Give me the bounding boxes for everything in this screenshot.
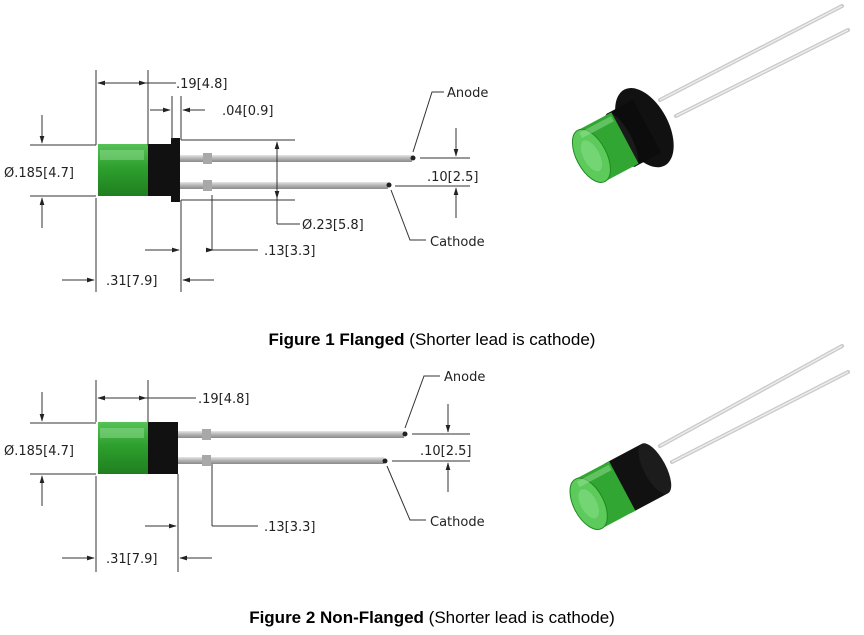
- flange-shape: [171, 138, 180, 202]
- cathode-lead: [180, 182, 388, 189]
- dim-flange-diameter: Ø.23[5.8]: [302, 218, 364, 233]
- lead-kink: [203, 180, 212, 191]
- cathode-label: Cathode: [430, 515, 485, 530]
- dim-overall-length: .19[4.8]: [176, 77, 228, 92]
- body-shape: [148, 422, 178, 474]
- dim-body-length: .31[7.9]: [106, 552, 158, 567]
- anode-label: Anode: [447, 86, 488, 101]
- cathode-label: Cathode: [430, 235, 485, 250]
- lead-kink: [202, 429, 211, 440]
- figure2-drawing: .19[4.8] Ø.185[4.7] .10[2.5] .13[3.3] .3…: [4, 370, 485, 572]
- dim-lens-diameter: Ø.185[4.7]: [4, 444, 74, 459]
- cathode-lead: [178, 457, 384, 464]
- figure2-caption: Figure 2 Non-Flanged (Shorter lead is ca…: [0, 608, 864, 628]
- figure1-caption: Figure 1 Flanged (Shorter lead is cathod…: [0, 330, 864, 350]
- figure1-caption-title: Figure 1 Flanged: [268, 330, 405, 349]
- lead-kink: [202, 455, 211, 466]
- dim-flange-thickness: .04[0.9]: [222, 104, 274, 119]
- dim-standoff: .13[3.3]: [264, 520, 316, 535]
- figure2-caption-note: (Shorter lead is cathode): [428, 608, 615, 627]
- dim-body-length: .31[7.9]: [106, 274, 158, 289]
- lens-highlight: [100, 150, 144, 160]
- dim-lead-spacing: .10[2.5]: [427, 170, 479, 185]
- lens-highlight: [100, 428, 144, 438]
- dim-standoff: .13[3.3]: [264, 244, 316, 259]
- anode-lead: [178, 431, 404, 438]
- dim-lead-spacing: .10[2.5]: [420, 444, 472, 459]
- dim-lens-diameter: Ø.185[4.7]: [4, 166, 74, 181]
- figure2-3d-view: [569, 344, 850, 530]
- figure1-caption-note: (Shorter lead is cathode): [409, 330, 596, 349]
- figure2-caption-title: Figure 2 Non-Flanged: [249, 608, 424, 627]
- anode-lead: [180, 155, 412, 162]
- anode-end-dot: [402, 431, 408, 437]
- cathode-end-dot: [382, 458, 388, 464]
- anode-label: Anode: [444, 370, 485, 385]
- figure1-3d-view: [571, 4, 850, 183]
- anode-end-dot: [410, 155, 416, 161]
- body-shape: [148, 144, 172, 196]
- cathode-end-dot: [386, 182, 392, 188]
- figure1-drawing: .19[4.8] .04[0.9] Ø.185[4.7] Ø.23[5.8] .…: [4, 70, 488, 292]
- lead-kink: [203, 153, 212, 164]
- dim-overall-length: .19[4.8]: [198, 392, 250, 407]
